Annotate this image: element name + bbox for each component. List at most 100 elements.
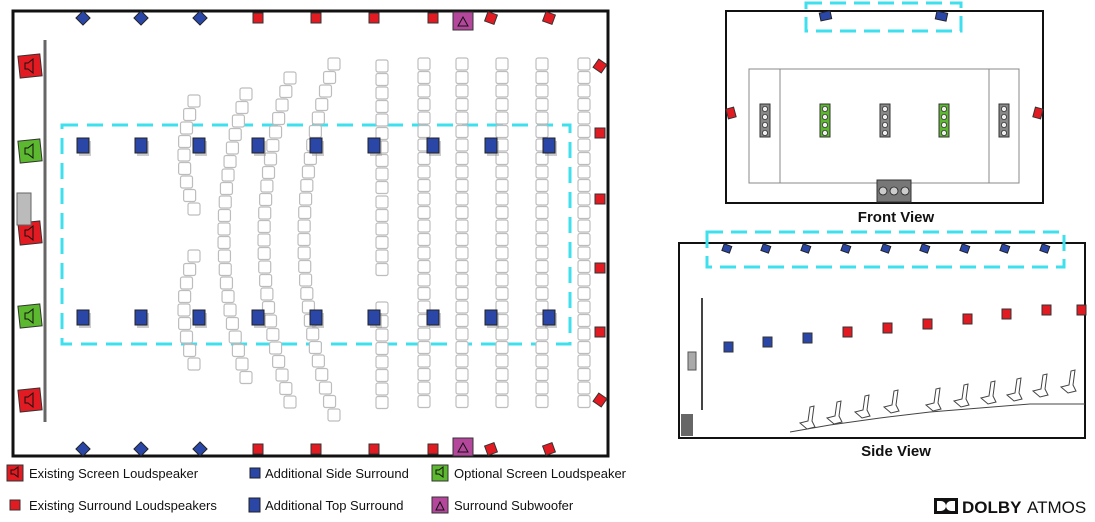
seat [218,262,232,277]
seat [218,195,232,209]
additional-side-surround [192,441,208,457]
legend-existing-surround: Existing Surround Loudspeakers [9,498,217,513]
dolby-double-d-inner [937,501,955,511]
stadium-floor [789,403,1085,433]
side-top-surround [919,243,931,254]
seat [535,259,549,274]
speaker-icon [10,466,19,478]
seat [263,152,278,166]
seat [375,86,389,100]
seat [298,192,313,206]
seat [260,287,274,301]
seat [308,124,322,139]
side-existing-surround [1041,304,1052,316]
side-view-label: Side View [861,443,931,460]
seat [577,300,591,314]
seat [375,72,389,87]
seat [417,165,431,179]
seat [235,357,249,371]
seat [577,192,591,206]
seat [577,286,591,301]
surround-subwoofer [452,11,474,31]
seat [495,381,509,395]
side-top-surround [1039,243,1051,254]
seat [297,246,311,260]
additional-side-swatch [249,467,261,479]
seat [298,259,312,274]
seat [455,327,469,341]
seat [217,208,232,223]
seat [455,111,469,125]
seat [577,327,591,341]
additional-top-surround [192,309,206,326]
front-optional-screen-speaker [938,103,950,138]
seat [183,262,197,277]
side-seat [798,405,816,430]
seat [455,57,469,71]
seat [495,192,509,206]
seat [375,382,389,396]
seat [417,286,431,301]
seat [455,300,469,314]
seat [225,141,240,155]
front-view: Front View [725,1,1044,226]
seat [495,97,509,112]
seat [375,113,389,127]
seat [228,330,242,344]
existing-surround-loudspeaker [252,443,264,455]
seat [495,394,509,409]
side-subwoofer [681,414,693,436]
side-seat [1059,369,1077,394]
side-existing-surround [1001,308,1012,320]
seat [217,222,231,236]
seat [535,111,549,125]
additional-top-swatch [248,497,261,513]
existing-surround-loudspeaker [592,58,608,74]
side-seat [1031,373,1049,398]
seat [300,178,314,193]
seat [455,97,469,112]
seat [535,57,549,71]
existing-surround-loudspeaker [427,443,439,455]
seat [263,314,278,328]
seat [308,340,322,355]
seat [375,180,389,195]
existing-surround-loudspeaker [368,443,380,455]
seat [417,178,431,193]
seat [179,175,194,189]
seat [455,232,469,247]
existing-surround-loudspeaker [592,392,608,408]
seat [375,262,389,277]
seat [300,286,314,301]
seat [179,121,194,135]
additional-side-surround [133,10,149,26]
subwoofer-icon [457,441,469,453]
driver [1001,122,1008,129]
existing-surround-loudspeaker [252,12,264,24]
seat [495,246,509,260]
seat [275,368,289,382]
existing-surround-loudspeaker [594,193,606,205]
existing-surround-swatch [9,499,21,511]
front-screen-speaker [998,103,1010,138]
seat [455,273,469,287]
seat [417,340,431,355]
seat [306,327,320,341]
seat [178,289,192,304]
additional-top-surround [426,137,440,154]
additional-side-surround [75,10,91,26]
seat [217,235,231,250]
driver [762,114,769,121]
existing-surround-loudspeaker [483,441,499,457]
seat [577,205,591,220]
side-seat [853,394,871,419]
seat [455,286,469,301]
existing-surround-loudspeaker [310,443,322,455]
seat [318,381,333,395]
seat [535,124,549,139]
driver [1001,114,1008,121]
legend-label: Additional Top Surround [265,498,404,513]
seat [177,303,191,317]
seat [283,395,297,409]
seat [375,355,389,369]
